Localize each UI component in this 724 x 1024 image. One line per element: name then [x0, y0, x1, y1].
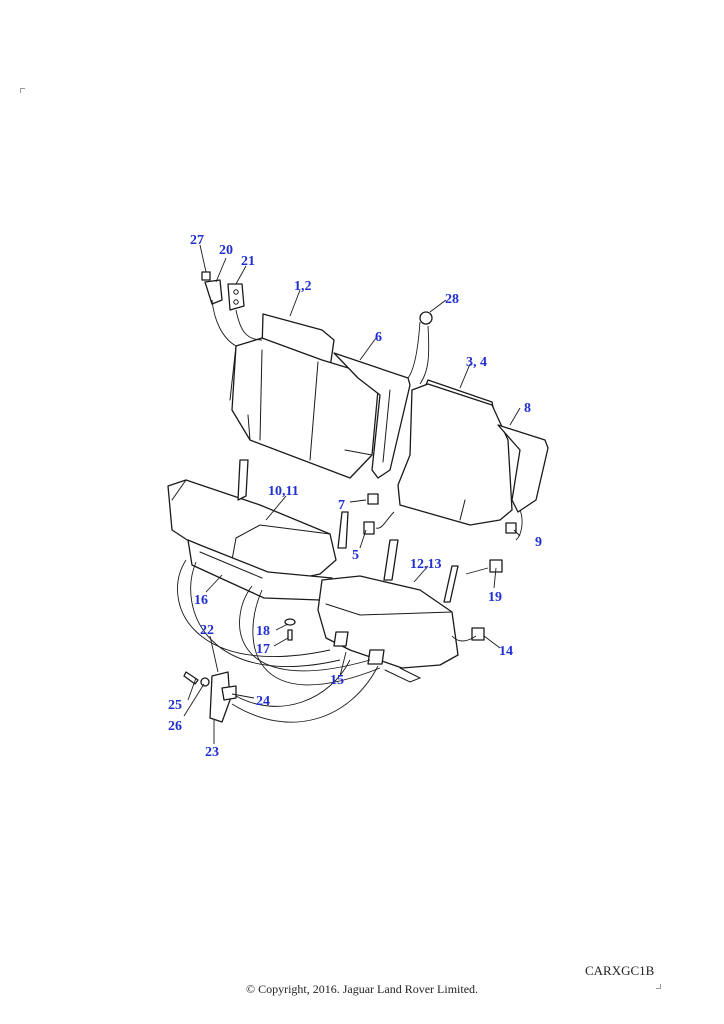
callout-5: 5 [352, 548, 359, 563]
callout-15: 15 [330, 673, 344, 688]
backrest-left [229, 313, 379, 479]
callout-24: 24 [256, 694, 270, 709]
callout-9: 9 [535, 535, 542, 550]
callout-21: 21 [241, 254, 255, 269]
callout-18: 18 [256, 624, 270, 639]
callout-20: 20 [219, 243, 233, 258]
callout-22: 22 [200, 623, 214, 638]
hinge-bracket-22-23 [183, 671, 237, 723]
cushion-right [317, 539, 459, 683]
callout-6: 6 [375, 330, 382, 345]
callout-12-13: 12,13 [410, 557, 442, 572]
crop-mark-bottom-right [656, 984, 661, 989]
crop-mark-top-left [20, 88, 25, 93]
small-fittings [284, 311, 517, 665]
callout-25: 25 [168, 698, 182, 713]
callout-8: 8 [524, 401, 531, 416]
callout-28: 28 [445, 292, 459, 307]
backrest-right-panel [497, 424, 549, 513]
leader-lines [177, 244, 523, 744]
hinge-bracket-20-21 [201, 271, 245, 311]
callout-14: 14 [499, 644, 513, 659]
backrest-right [397, 379, 513, 526]
callout-26: 26 [168, 719, 182, 734]
callout-7: 7 [338, 498, 345, 513]
callout-16: 16 [194, 593, 208, 608]
callout-1-2: 1,2 [294, 279, 312, 294]
callout-27: 27 [190, 233, 204, 248]
callout-3-4: 3, 4 [466, 355, 487, 370]
callout-labels: 27 20 21 1,2 28 6 3, 4 8 10,11 7 9 5 12,… [168, 233, 542, 760]
callout-10-11: 10,11 [268, 484, 299, 499]
callout-17: 17 [256, 642, 270, 657]
callout-23: 23 [205, 745, 219, 760]
backrest-left-panel [333, 352, 411, 479]
drawing-code: CARXGC1B [585, 963, 655, 978]
copyright-notice: © Copyright, 2016. Jaguar Land Rover Lim… [245, 982, 479, 996]
callout-19: 19 [488, 590, 502, 605]
